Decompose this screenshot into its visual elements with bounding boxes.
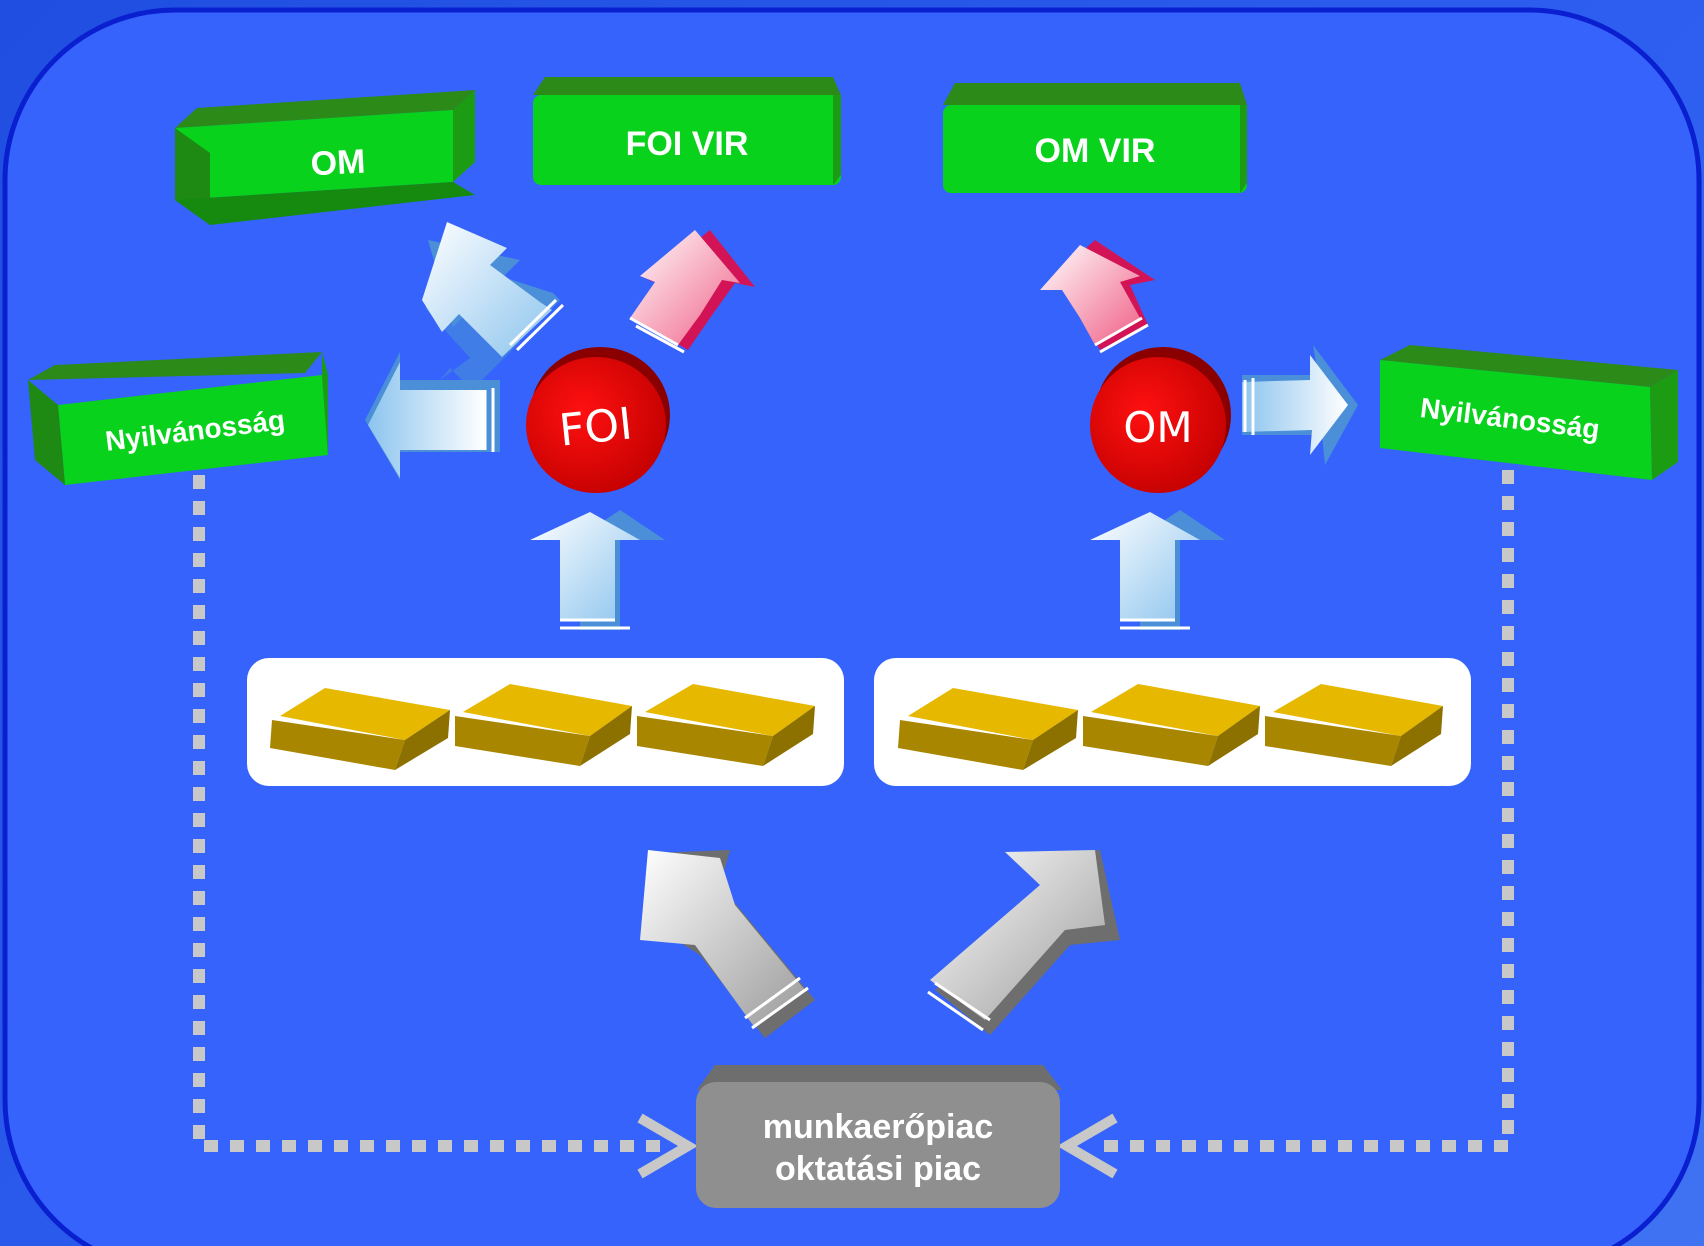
box-nyilvanossag-right: Nyilvánosság <box>1380 345 1678 480</box>
foi-vir-label: FOI VIR <box>626 125 749 163</box>
arrow-left-group-to-foi <box>530 510 665 630</box>
gold-block-left-3 <box>637 684 815 766</box>
right-block-group <box>874 658 1471 786</box>
om-circle-label: OM <box>1123 403 1192 452</box>
gold-block-right-2 <box>1083 684 1260 766</box>
arrow-foi-to-nyilvanossag-left <box>365 352 500 480</box>
gold-block-right-3 <box>1265 684 1443 766</box>
left-block-group <box>247 658 844 786</box>
circle-foi: FOI <box>526 347 670 493</box>
box-om-vir: OM VIR <box>943 83 1247 193</box>
arrow-om-to-nyilvanossag-right <box>1242 345 1358 465</box>
arrow-market-to-right-group <box>927 850 1120 1035</box>
dotted-line-left <box>193 475 698 1179</box>
gold-block-left-1 <box>270 688 450 770</box>
market-label-line2: oktatási piac <box>775 1150 981 1188</box>
box-nyilvanossag-left: Nyilvánosság <box>28 352 328 485</box>
arrow-foi-to-foivir <box>629 230 755 354</box>
om-vir-label: OM VIR <box>1035 132 1156 170</box>
market-label-line1: munkaerőpiac <box>763 1108 994 1146</box>
gold-block-left-2 <box>455 684 632 766</box>
om-top-label: OM <box>310 143 367 184</box>
arrow-market-to-left-group <box>640 850 815 1038</box>
box-foi-vir: FOI VIR <box>533 77 841 185</box>
dotted-line-right <box>1057 470 1514 1179</box>
foi-circle-label: FOI <box>557 398 635 456</box>
box-market: munkaerőpiac oktatási piac <box>696 1065 1062 1208</box>
arrow-om-to-omvir <box>1040 240 1155 354</box>
box-om-top: OM <box>175 90 475 225</box>
circle-om: OM <box>1090 347 1231 493</box>
main-panel <box>2 7 1702 1246</box>
arrow-right-group-to-om <box>1090 510 1225 630</box>
gold-block-right-1 <box>898 688 1078 770</box>
arrow-foi-to-om <box>422 222 565 390</box>
